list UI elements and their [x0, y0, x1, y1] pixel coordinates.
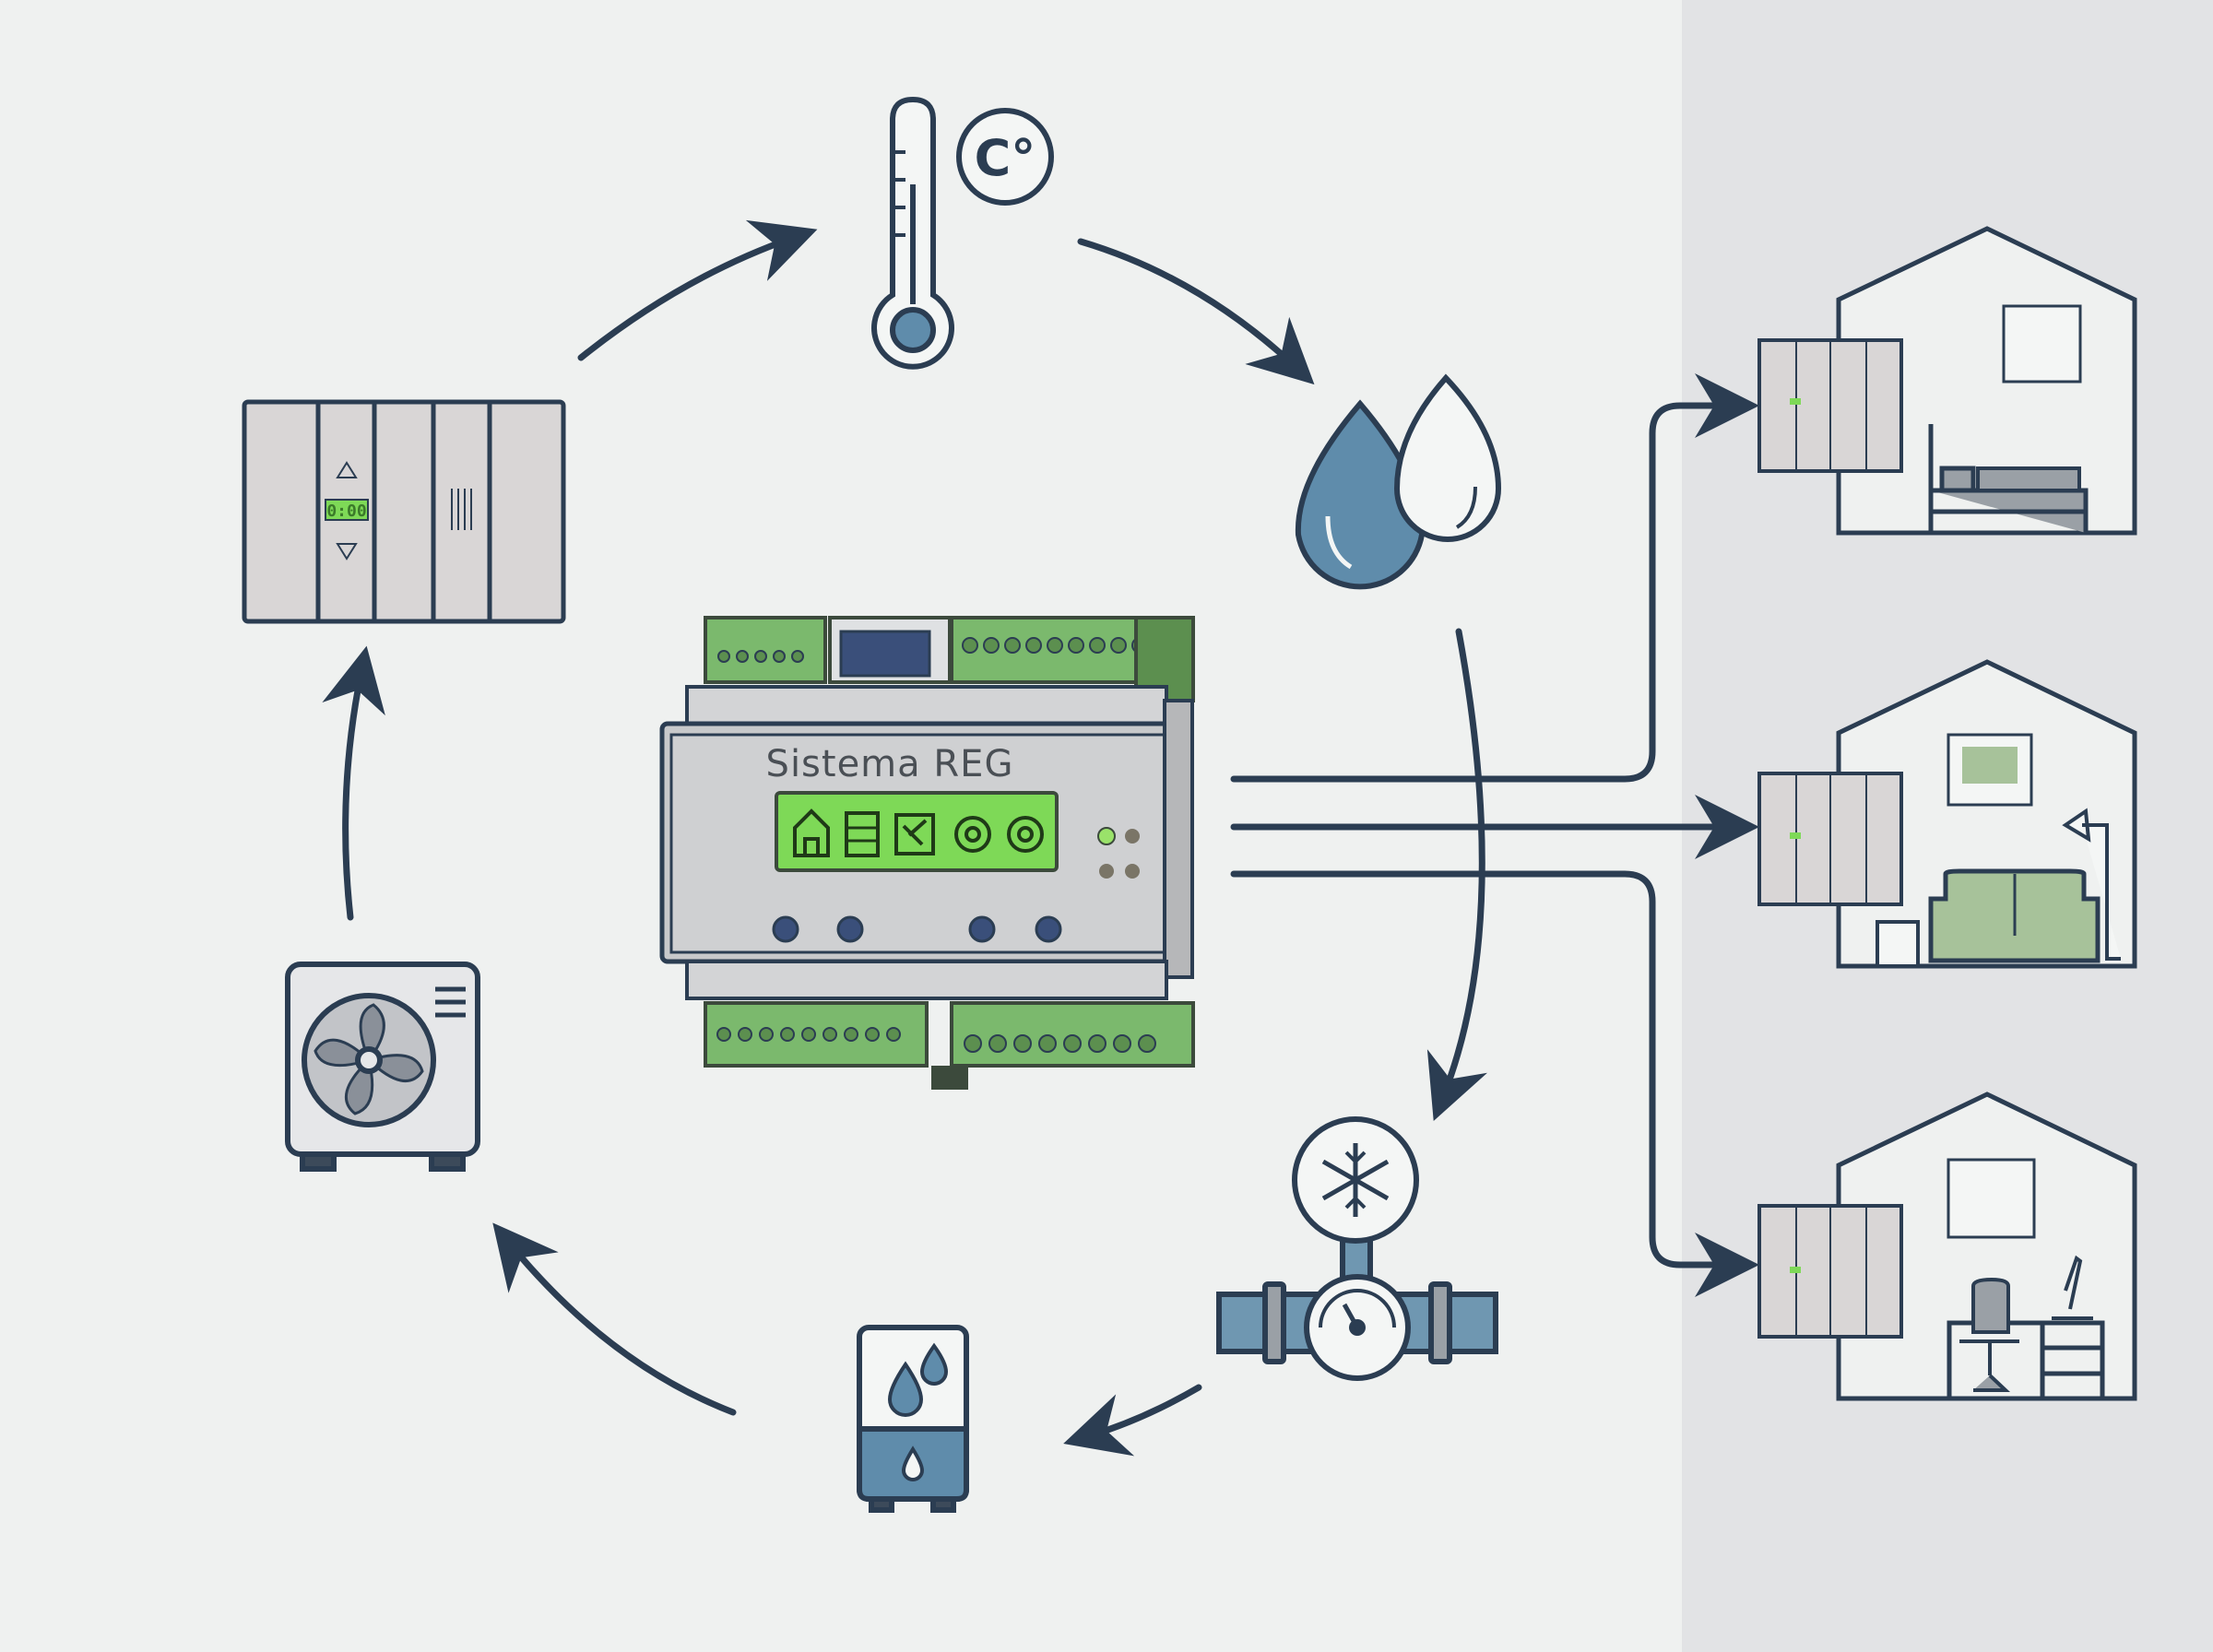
led-indicator	[1099, 864, 1114, 879]
chiller-valve-icon	[1216, 1116, 1498, 1381]
arrow-tank-to-heatpump	[492, 1222, 737, 1416]
room-living-room	[1757, 659, 2137, 969]
calculator-icon	[845, 811, 880, 857]
arrow-radiator-to-thermometer	[577, 219, 818, 361]
radiator-display-text: 0:00	[326, 502, 366, 521]
bed-icon	[1928, 424, 2089, 533]
arrow-valve-to-tank	[1063, 1384, 1202, 1457]
controller-device: Sistema REG	[659, 616, 1195, 1090]
water-tank-icon	[857, 1325, 969, 1513]
controller-button-3[interactable]	[968, 915, 996, 943]
arrow-thermometer-to-drops	[1077, 238, 1315, 385]
radiator-display	[325, 499, 369, 521]
floor-lamp-icon	[2062, 808, 2121, 961]
bottom-terminal-screws	[716, 1027, 1156, 1053]
gear-icon	[954, 816, 991, 853]
distribution-lines	[1230, 373, 1759, 1297]
lcd-icons	[793, 808, 1044, 857]
line-to-office	[1230, 870, 1759, 1297]
side-table-icon	[1876, 920, 1920, 968]
room-bedroom	[1757, 226, 2137, 536]
desk-icon	[1947, 1320, 2105, 1398]
controller-button-2[interactable]	[836, 915, 864, 943]
led-indicator	[1125, 864, 1140, 879]
water-drops-icon	[1295, 373, 1502, 590]
top-terminal-screws	[717, 637, 1148, 663]
floor-plan-icon	[1947, 1158, 2036, 1239]
heat-pump-icon	[285, 962, 480, 1172]
led-indicator	[1125, 829, 1140, 844]
status-led	[1097, 827, 1116, 845]
gear-icon	[1007, 816, 1044, 853]
house-icon	[793, 808, 830, 857]
controller-button-4[interactable]	[1035, 915, 1062, 943]
arrow-drops-to-valve	[1426, 628, 1487, 1122]
snowflake-icon	[1321, 1143, 1390, 1217]
map-icon	[894, 813, 935, 856]
line-to-bedroom	[1230, 373, 1759, 783]
chair-icon	[1959, 1277, 2019, 1392]
celsius-badge: C°	[956, 108, 1054, 206]
floor-plan-icon	[2002, 304, 2082, 384]
cycle-arrows	[322, 219, 1487, 1457]
controller-button-1[interactable]	[772, 915, 799, 943]
radiator-icon: 0:00	[242, 399, 566, 624]
celsius-text: C°	[975, 129, 1036, 187]
thermometer-icon	[871, 96, 954, 370]
monitor-icon	[2052, 1255, 2093, 1320]
arrow-heatpump-to-radiator	[322, 645, 385, 921]
controller-title: Sistema REG	[766, 743, 1014, 785]
controller-lcd	[775, 791, 1059, 872]
room-office	[1757, 1092, 2137, 1401]
